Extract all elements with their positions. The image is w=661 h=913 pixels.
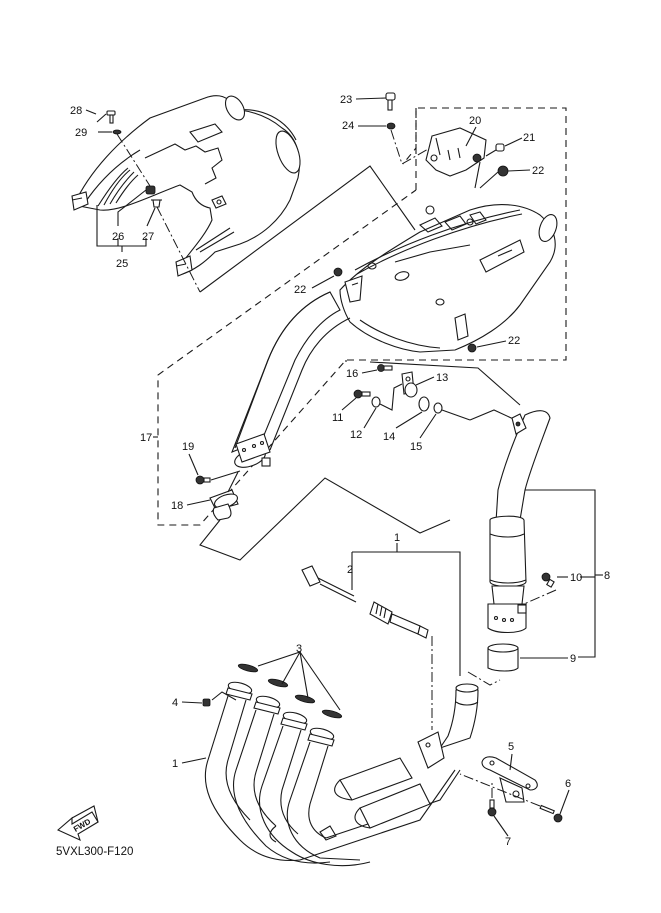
- exhaust-headers[interactable]: [204, 680, 461, 867]
- bolt-19[interactable]: [195, 475, 211, 485]
- gaskets-3[interactable]: [237, 663, 343, 720]
- bolt-11[interactable]: [353, 389, 371, 399]
- callout-29: 29: [75, 127, 87, 139]
- collar-27[interactable]: [151, 199, 162, 208]
- callout-4: 4: [172, 697, 178, 709]
- forward-direction-badge: FWD: [56, 805, 99, 842]
- callout-labels: 28 29 26 27 25 23 24 20 21 22 22 22 16 1…: [56, 94, 610, 858]
- callout-1-top: 1: [394, 532, 400, 544]
- bolt-7[interactable]: [487, 799, 497, 817]
- nut-4[interactable]: [202, 698, 211, 707]
- callout-17: 17: [140, 432, 152, 444]
- callout-1-bottom: 1: [172, 758, 178, 770]
- callout-3: 3: [296, 643, 302, 655]
- callout-20: 20: [469, 115, 481, 127]
- callout-7: 7: [505, 836, 511, 848]
- callout-2: 2: [347, 564, 353, 576]
- bolt-10[interactable]: [541, 572, 555, 588]
- callout-22-left: 22: [294, 284, 306, 296]
- callout-16: 16: [346, 368, 358, 380]
- callout-8: 8: [604, 570, 610, 582]
- washer-29[interactable]: [112, 129, 122, 135]
- bolt-6[interactable]: [539, 804, 563, 823]
- header-outlet-pipe[interactable]: [417, 683, 479, 769]
- callout-9: 9: [570, 653, 576, 665]
- bolt-23[interactable]: [385, 92, 396, 111]
- callout-22-bottom: 22: [508, 335, 520, 347]
- muffler-bracket-20[interactable]: [425, 127, 487, 177]
- nut-26[interactable]: [145, 185, 156, 195]
- callout-18: 18: [171, 500, 183, 512]
- washer-24[interactable]: [386, 122, 396, 130]
- callout-19: 19: [182, 441, 194, 453]
- callout-28: 28: [70, 105, 82, 117]
- screw-28[interactable]: [106, 110, 116, 124]
- callout-15: 15: [410, 441, 422, 453]
- callout-10: 10: [570, 572, 582, 584]
- damper-14[interactable]: [418, 396, 430, 412]
- nut-22-bottom[interactable]: [467, 343, 477, 353]
- pipe-clamp[interactable]: [232, 433, 271, 471]
- diagram-code: 5VXL300-F120: [56, 846, 133, 858]
- callout-21: 21: [523, 132, 535, 144]
- washer-12[interactable]: [371, 396, 381, 408]
- callout-23: 23: [340, 94, 352, 106]
- collar-13[interactable]: [401, 371, 418, 398]
- nut-22-top[interactable]: [497, 165, 509, 177]
- sleeve-9[interactable]: [487, 643, 519, 672]
- nut-22-left[interactable]: [333, 267, 343, 277]
- bolt-16[interactable]: [377, 364, 393, 372]
- bracket-5[interactable]: [481, 756, 538, 803]
- callout-22-top: 22: [532, 165, 544, 177]
- callout-11: 11: [332, 412, 343, 424]
- sleeve-18[interactable]: [209, 489, 239, 521]
- callout-25: 25: [116, 258, 128, 270]
- callout-12: 12: [350, 429, 362, 441]
- callout-27: 27: [142, 231, 154, 243]
- callout-5: 5: [508, 741, 514, 753]
- callout-14: 14: [383, 431, 395, 443]
- callout-24: 24: [342, 120, 354, 132]
- link-pipe-8[interactable]: [487, 410, 551, 634]
- washer-15[interactable]: [433, 402, 443, 414]
- callout-13: 13: [436, 372, 448, 384]
- muffler-inlet-pipe[interactable]: [231, 291, 351, 453]
- bolt-21[interactable]: [485, 143, 505, 157]
- muffler-protector[interactable]: [71, 93, 305, 277]
- oxygen-sensor-2[interactable]: [301, 565, 429, 639]
- callout-6: 6: [565, 778, 571, 790]
- muffler[interactable]: [339, 204, 560, 353]
- callout-26: 26: [112, 231, 124, 243]
